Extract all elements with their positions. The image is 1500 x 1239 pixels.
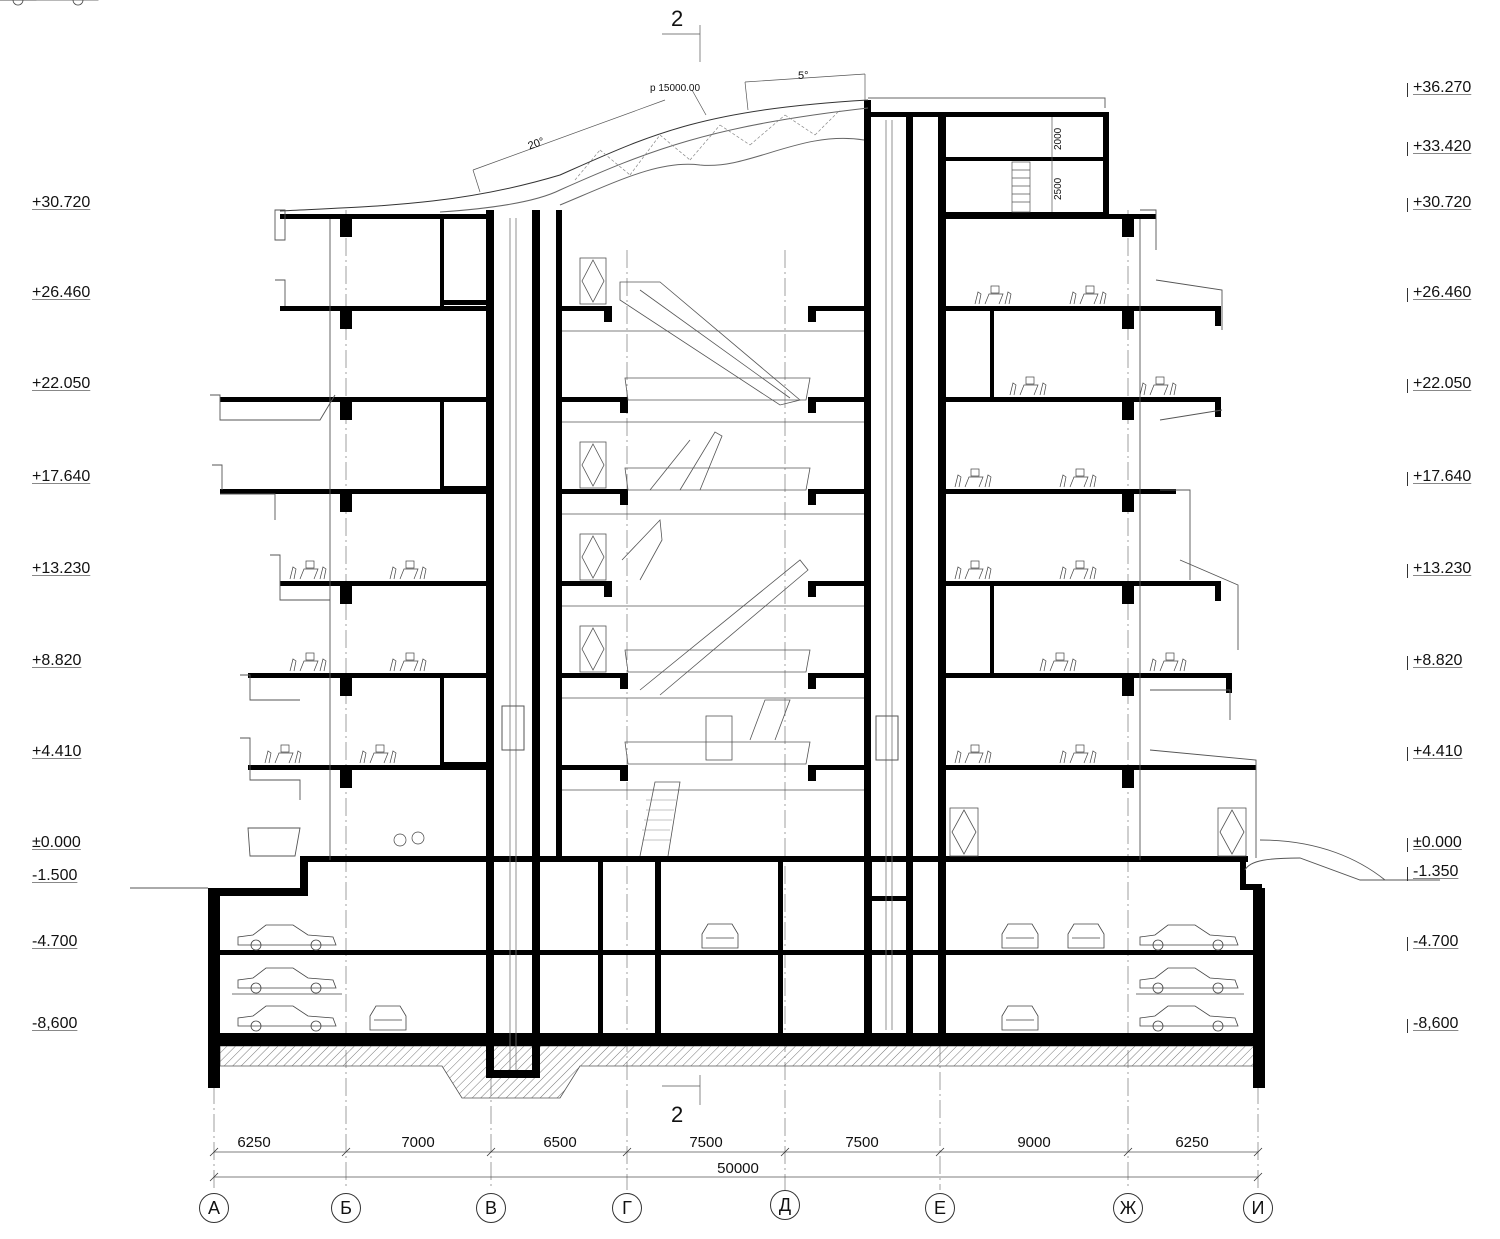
basement-structure xyxy=(208,856,1265,1088)
grid-axis-marker: Г xyxy=(612,1193,642,1223)
grid-axis-marker: Е xyxy=(925,1193,955,1223)
parking-cars xyxy=(0,0,1244,1032)
section-marker-bottom: 2 xyxy=(671,1102,684,1127)
level-left: +13.230 xyxy=(32,560,91,577)
span-dimension: 7500 xyxy=(689,1134,723,1151)
grid-axis-marker: И xyxy=(1243,1193,1273,1223)
level-right: +4.410 xyxy=(1407,743,1462,761)
elevator-core-left xyxy=(486,210,562,1078)
level-right: -8,600 xyxy=(1407,1015,1458,1033)
atrium-stairs xyxy=(562,281,864,857)
grid-axis-marker: В xyxy=(476,1193,506,1223)
span-dimension: 9000 xyxy=(1017,1134,1051,1151)
span-dimension: 7000 xyxy=(401,1134,435,1151)
level-left: +4.410 xyxy=(32,743,82,760)
level-right: +26.460 xyxy=(1407,284,1471,302)
level-left: +8.820 xyxy=(32,652,82,669)
span-dimension: 6500 xyxy=(543,1134,577,1151)
level-right: +8.820 xyxy=(1407,652,1462,670)
roof-radius-label: p 15000.00 xyxy=(650,83,701,94)
grid-axis-marker: А xyxy=(199,1193,229,1223)
level-right: +36.270 xyxy=(1407,79,1471,97)
level-left: -1.500 xyxy=(32,867,78,884)
floor-slabs-left xyxy=(220,214,486,788)
grid-axis-marker: Д xyxy=(770,1190,800,1220)
level-left: -4.700 xyxy=(32,933,78,950)
span-dimension: 6250 xyxy=(237,1134,271,1151)
atrium-ledges xyxy=(562,306,864,781)
level-right: +13.230 xyxy=(1407,560,1471,578)
penthouse xyxy=(946,112,1109,217)
span-dimension: 7500 xyxy=(845,1134,879,1151)
level-right: +17.640 xyxy=(1407,468,1471,486)
section-marker-top: 2 xyxy=(671,6,684,31)
facade-outlines xyxy=(130,209,1440,889)
penthouse-dim-lower: 2500 xyxy=(1053,177,1064,200)
level-left: +26.460 xyxy=(32,284,91,301)
level-right: +30.720 xyxy=(1407,194,1471,212)
dimension-chain xyxy=(209,1147,1263,1182)
span-dimension: 6250 xyxy=(1175,1134,1209,1151)
doors xyxy=(579,257,1247,857)
elevator-core-right xyxy=(864,100,946,1037)
level-left: -8,600 xyxy=(32,1015,78,1032)
level-left: +17.640 xyxy=(32,468,91,485)
roof-dimension-lines xyxy=(472,25,866,1105)
level-right: +33.420 xyxy=(1407,138,1471,156)
grid-axis-marker: Ж xyxy=(1113,1193,1143,1223)
level-left: +30.720 xyxy=(32,194,91,211)
level-right: +22.050 xyxy=(1407,375,1471,393)
level-right: -1.350 xyxy=(1407,863,1458,881)
penthouse-stair xyxy=(1011,117,1053,213)
level-left: +22.050 xyxy=(32,375,91,392)
total-span-dimension: 50000 xyxy=(717,1160,759,1177)
level-right: ±0.000 xyxy=(1407,834,1462,852)
roof-truss xyxy=(279,97,1106,213)
office-furniture xyxy=(0,0,1187,847)
floor-slabs-right xyxy=(946,214,1256,788)
foundation-hatch xyxy=(219,1045,1259,1099)
grid-axis-lines xyxy=(213,120,1259,1190)
penthouse-dim-upper: 2000 xyxy=(1053,127,1064,150)
grid-axis-marker: Б xyxy=(331,1193,361,1223)
roof-angle-right: 5° xyxy=(798,70,809,82)
level-left: ±0.000 xyxy=(32,834,81,851)
level-right: -4.700 xyxy=(1407,933,1458,951)
